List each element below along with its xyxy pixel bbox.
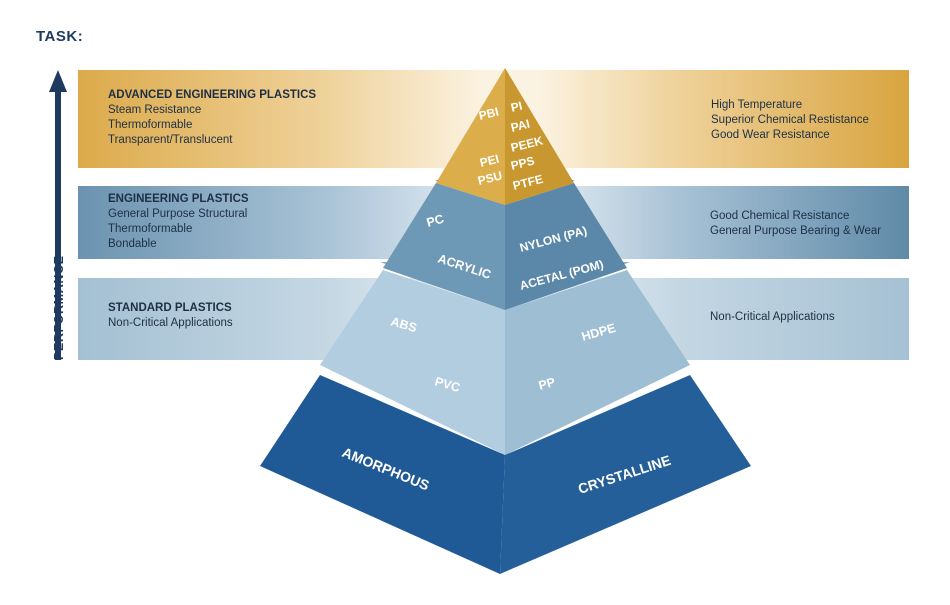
- label-abs: ABS: [389, 314, 418, 335]
- advanced-left-text: ADVANCED ENGINEERING PLASTICS Steam Resi…: [108, 88, 316, 148]
- base-tier-right-face: [500, 375, 751, 574]
- top-tier-left-face: [436, 68, 505, 205]
- label-psu: PSU: [476, 168, 503, 188]
- engineering-right-text: Good Chemical Resistance General Purpose…: [710, 209, 881, 239]
- engineering-right-line: Good Chemical Resistance: [710, 210, 850, 222]
- standard-title: STANDARD PLASTICS: [108, 302, 232, 314]
- engineering-right-line: General Purpose Bearing & Wear: [710, 225, 882, 237]
- label-pvc: PVC: [433, 374, 462, 395]
- engineering-tier-left-face: [383, 183, 505, 310]
- engineering-left-text: ENGINEERING PLASTICS General Purpose Str…: [108, 192, 249, 252]
- task-label: TASK:: [36, 28, 84, 45]
- engineering-left-line: General Purpose Structural: [108, 208, 248, 220]
- label-pi: PI: [509, 99, 523, 115]
- performance-arrow-shaft: [55, 88, 61, 360]
- label-pp: PP: [537, 375, 557, 393]
- engineering-title: ENGINEERING PLASTICS: [108, 193, 249, 205]
- advanced-right-text: High Temperature Superior Chemical Resti…: [711, 98, 869, 143]
- engineering-tier-right-face: [505, 183, 627, 310]
- advanced-left-line: Thermoformable: [108, 119, 193, 131]
- advanced-title: ADVANCED ENGINEERING PLASTICS: [108, 89, 317, 101]
- advanced-left-line: Transparent/Translucent: [108, 134, 233, 146]
- standard-right-line: Non-Critical Applications: [710, 311, 835, 323]
- standard-left-line: Non-Critical Applications: [108, 317, 233, 329]
- engineering-left-line: Thermoformable: [108, 223, 193, 235]
- standard-tier-right-face: [505, 270, 690, 455]
- standard-tier-left-face: [320, 270, 505, 455]
- label-pps: PPS: [509, 154, 536, 173]
- label-pbi: PBI: [477, 104, 500, 122]
- engineering-left-line: Bondable: [108, 238, 157, 250]
- base-tier-left-face: [260, 375, 505, 574]
- label-pei: PEI: [478, 152, 500, 170]
- standard-left-text: STANDARD PLASTICS Non-Critical Applicati…: [108, 301, 233, 331]
- performance-arrow-head: [49, 70, 67, 92]
- label-pai: PAI: [509, 117, 531, 135]
- top-tier-right-face: [505, 68, 574, 205]
- advanced-right-line: High Temperature: [711, 99, 803, 111]
- advanced-right-line: Good Wear Resistance: [711, 129, 830, 141]
- advanced-right-line: Superior Chemical Restistance: [711, 114, 869, 126]
- standard-right-text: Non-Critical Applications: [710, 310, 835, 325]
- label-pc: PC: [425, 212, 446, 230]
- advanced-left-line: Steam Resistance: [108, 104, 202, 116]
